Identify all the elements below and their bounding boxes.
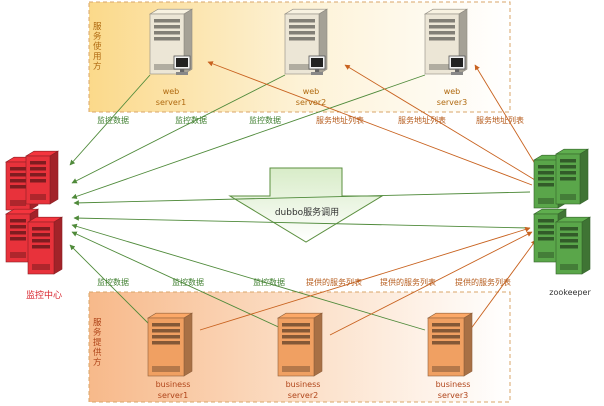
dubbo-call-label: dubbo服务调用 xyxy=(274,208,340,218)
address-line-web1 xyxy=(207,61,533,186)
monitor-line-zk-bottom xyxy=(73,215,531,229)
provider-1-line2: server1 xyxy=(157,391,189,400)
label-bottom-provided-2: 提供的服务列表 xyxy=(380,278,436,287)
server-icons xyxy=(4,8,592,377)
provider-3-line1: business xyxy=(435,380,471,389)
consumer-3-line1: web xyxy=(443,87,461,96)
business-server-1-tower xyxy=(146,312,194,377)
provider-2-line2: server2 xyxy=(287,391,319,400)
dubbo-call-arrow xyxy=(228,167,384,243)
label-bottom-monitor-3: 监控数据 xyxy=(253,278,285,287)
monitor-line-biz1 xyxy=(69,244,151,326)
label-bottom-monitor-2: 监控数据 xyxy=(172,278,204,287)
monitor-lines-bottom xyxy=(69,215,531,331)
provider-name-3: business server3 xyxy=(420,379,486,401)
consumer-name-3: web server3 xyxy=(427,86,477,108)
provider-1-line1: business xyxy=(155,380,191,389)
monitor-line-web3 xyxy=(71,74,426,199)
address-line-web2 xyxy=(344,64,536,181)
label-top-address-3: 服务地址列表 xyxy=(476,116,524,125)
label-top-monitor-2: 监控数据 xyxy=(175,116,207,125)
web-server-2-tower xyxy=(283,8,329,75)
business-server-3-tower xyxy=(426,312,474,377)
monitor-line-biz3 xyxy=(71,223,426,331)
consumer-zone-title: 服务使用方 xyxy=(93,22,102,72)
monitor-line-web2 xyxy=(71,74,286,184)
monitor-line-web1 xyxy=(69,74,151,166)
provider-2-line1: business xyxy=(285,380,321,389)
provider-name-2: business server2 xyxy=(270,379,336,401)
label-bottom-monitor-1: 监控数据 xyxy=(97,278,129,287)
consumer-name-2: web server2 xyxy=(286,86,336,108)
provider-zone-title: 服务提供方 xyxy=(93,318,102,368)
label-bottom-provided-3: 提供的服务列表 xyxy=(455,278,511,287)
web-server-3-monitor-icon xyxy=(448,55,466,75)
label-bottom-provided-1: 提供的服务列表 xyxy=(306,278,362,287)
provider-3-line2: server3 xyxy=(437,391,469,400)
provider-name-1: business server1 xyxy=(140,379,206,401)
label-top-monitor-1: 监控数据 xyxy=(97,116,129,125)
label-top-address-2: 服务地址列表 xyxy=(398,116,446,125)
consumer-1-line2: server1 xyxy=(155,98,187,107)
web-server-2-monitor-icon xyxy=(308,55,326,75)
zookeeper-server-back-2 xyxy=(554,148,590,205)
consumer-3-line2: server3 xyxy=(436,98,468,107)
provided-line-biz2 xyxy=(329,231,533,336)
web-server-1-monitor-icon xyxy=(173,55,191,75)
address-lines-top xyxy=(207,61,541,186)
consumer-name-1: web server1 xyxy=(146,86,196,108)
zookeeper-server-front-2 xyxy=(554,216,592,275)
monitor-center-label: 监控中心 xyxy=(25,291,62,301)
provided-line-biz1 xyxy=(199,226,531,331)
consumer-2-line1: web xyxy=(302,87,320,96)
monitor-line-biz2 xyxy=(71,231,286,331)
monitor-lines-top xyxy=(69,74,531,206)
zookeeper-label: zookeeper xyxy=(549,288,591,297)
label-top-address-1: 服务地址列表 xyxy=(316,116,364,125)
web-server-3-tower xyxy=(423,8,469,75)
consumer-1-line1: web xyxy=(162,87,180,96)
monitor-server-back-2 xyxy=(24,150,60,205)
label-top-monitor-3: 监控数据 xyxy=(249,116,281,125)
monitor-line-zk xyxy=(73,191,531,206)
provided-lines-bottom xyxy=(199,226,537,336)
monitor-server-front-2 xyxy=(26,216,64,275)
address-line-web3 xyxy=(474,64,541,173)
provided-line-biz3 xyxy=(469,239,537,331)
business-server-2-tower xyxy=(276,312,324,377)
consumer-2-line2: server2 xyxy=(295,98,327,107)
